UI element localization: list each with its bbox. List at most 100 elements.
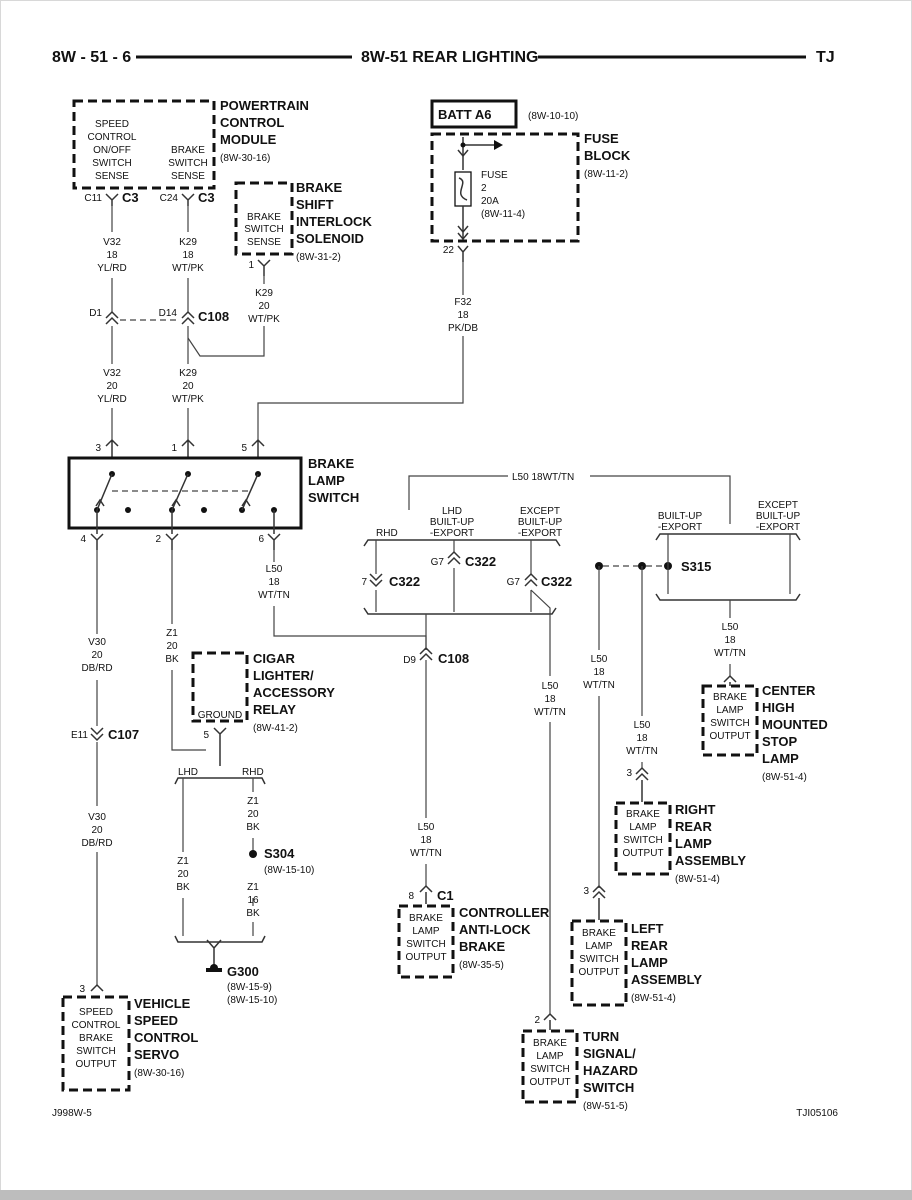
c108-mid-label: C108 xyxy=(438,651,469,666)
s304-ref: (8W-15-10) xyxy=(264,865,314,876)
wire-z1-sw-3: BK xyxy=(165,654,179,665)
model-code: TJ xyxy=(816,49,835,66)
cab-name-1: CONTROLLER xyxy=(459,905,550,920)
pcm-cavity-c11: C11 xyxy=(84,193,102,204)
l50-bus-label: L50 18WT/TN xyxy=(512,472,574,483)
fuse-text-2: 2 xyxy=(481,183,487,194)
l50-bus: L50 18WT/TN RHD LHD BUILT-UP -EXPORT EXC… xyxy=(361,472,731,1030)
chmsl-name-2: HIGH xyxy=(762,700,795,715)
turn-pin-3: SWITCH xyxy=(530,1064,569,1075)
bsi-ref: (8W-31-2) xyxy=(296,252,341,263)
wire-z1-lhd-1: Z1 xyxy=(177,856,189,867)
pcm-pin-right-3: SENSE xyxy=(171,171,205,182)
right-ref: (8W-51-4) xyxy=(675,874,720,885)
sw-bot-pin-6: 6 xyxy=(258,534,264,545)
turn-name-4: SWITCH xyxy=(583,1080,634,1095)
wire-l50-sw-1: L50 xyxy=(266,564,283,575)
c108-top-label: C108 xyxy=(198,309,229,324)
pcm-pin-left-5: SENSE xyxy=(95,171,129,182)
c322-lhd-label: C322 xyxy=(465,554,496,569)
sw-top-pin-5: 5 xyxy=(241,443,247,454)
wire-k29-bot-3: WT/PK xyxy=(172,394,204,405)
variant-except-1: EXCEPT xyxy=(520,506,560,517)
left-name-2: REAR xyxy=(631,938,668,953)
wire-z1-g-2: 16 xyxy=(247,895,259,906)
wire-l50-left-2: 18 xyxy=(593,667,605,678)
c108-d1: D1 xyxy=(89,308,102,319)
chmsl-name-1: CENTER xyxy=(762,683,816,698)
wire-l50-sw-2: 18 xyxy=(268,577,280,588)
wire-l50-cab-2: 18 xyxy=(420,835,432,846)
wire-k29-bsi-3: WT/PK xyxy=(248,314,280,325)
pcm-cavity-c24: C24 xyxy=(160,193,179,204)
brake-shift-interlock-solenoid: BRAKE SWITCH SENSE BRAKE SHIFT INTERLOCK… xyxy=(187,180,372,357)
anti-lock-brake-controller: BRAKE LAMP SWITCH OUTPUT CONTROLLER ANTI… xyxy=(397,904,550,979)
pcm-pin-left-2: CONTROL xyxy=(88,132,137,143)
fuse-cavity: 22 xyxy=(443,245,455,256)
wire-k29-bot-1: K29 xyxy=(179,368,197,379)
bls-name-2: LAMP xyxy=(308,473,345,488)
c107-label: C107 xyxy=(108,727,139,742)
cigar-ref: (8W-41-2) xyxy=(253,723,298,734)
cigar-name-1: CIGAR xyxy=(253,651,296,666)
wire-v30-b-2: 20 xyxy=(91,825,103,836)
chmsl-name-4: STOP xyxy=(762,734,797,749)
wire-l50-right-2: 18 xyxy=(636,733,648,744)
cab-name-2: ANTI-LOCK xyxy=(459,922,531,937)
brake-lamp-switch: BRAKE LAMP SWITCH 4 2 6 xyxy=(67,456,359,550)
servo-ref: (8W-30-16) xyxy=(134,1068,184,1079)
wire-l50-chmsl-3: WT/TN xyxy=(714,648,746,659)
wire-l50-sw-3: WT/TN xyxy=(258,590,290,601)
left-name-1: LEFT xyxy=(631,921,664,936)
g300-ref-2: (8W-15-10) xyxy=(227,995,277,1006)
right-pin-2: LAMP xyxy=(629,822,657,833)
sw-bot-pin-4: 4 xyxy=(80,534,86,545)
chmsl-pin-4: OUTPUT xyxy=(709,731,750,742)
servo-pin-5: OUTPUT xyxy=(75,1059,116,1070)
l50-switch-wire: L50 18 WT/TN D9 C108 L50 18 WT/TN 8 C1 xyxy=(258,550,469,904)
fuse-text-3: 20A xyxy=(481,196,499,207)
wire-z1-g-3: BK xyxy=(246,908,260,919)
bsi-pin-2: SWITCH xyxy=(244,224,283,235)
fuse-block-name-2: BLOCK xyxy=(584,148,631,163)
c322-lhd-cavity: G7 xyxy=(431,557,445,568)
right-name-3: LAMP xyxy=(675,836,712,851)
left-pin-1: BRAKE xyxy=(582,928,616,939)
left-pin-3: SWITCH xyxy=(579,954,618,965)
right-name-4: ASSEMBLY xyxy=(675,853,746,868)
page-number: 8W - 51 - 6 xyxy=(52,49,131,66)
chmsl-name-3: MOUNTED xyxy=(762,717,828,732)
pcm-pin-right-2: SWITCH xyxy=(168,158,207,169)
wire-v32-top-1: V32 xyxy=(103,237,121,248)
turn-name-1: TURN xyxy=(583,1029,619,1044)
right-pin-4: OUTPUT xyxy=(622,848,663,859)
turn-name-2: SIGNAL/ xyxy=(583,1046,636,1061)
bsi-name-3: INTERLOCK xyxy=(296,214,372,229)
wire-v30-a-1: V30 xyxy=(88,637,106,648)
wire-l50-turn-1: L50 xyxy=(542,681,559,692)
cigar-cavity: 5 xyxy=(203,730,209,741)
turn-signal-hazard-switch: BRAKE LAMP SWITCH OUTPUT TURN SIGNAL/ HA… xyxy=(521,1029,638,1112)
pcm-ref: (8W-30-16) xyxy=(220,153,270,164)
wire-v32-bot-2: 20 xyxy=(106,381,118,392)
bottom-scrollbar-strip xyxy=(0,1190,912,1200)
wire-v32-bot-3: YL/RD xyxy=(97,394,126,405)
pcm-pin-right-1: BRAKE xyxy=(171,145,205,156)
chmsl-pin-1: BRAKE xyxy=(713,692,747,703)
wire-z1-rhd-3: BK xyxy=(246,822,260,833)
section-title: 8W-51 REAR LIGHTING xyxy=(361,49,538,66)
batt-ref: (8W-10-10) xyxy=(528,111,578,122)
ground-branch: Z1 20 BK GROUND CIGAR LIGHTER/ ACCESSORY… xyxy=(165,550,335,1006)
variant-builtup-1: BUILT-UP xyxy=(658,511,703,522)
left-pin-4: OUTPUT xyxy=(578,967,619,978)
speed-control-servo: SPEED CONTROL BRAKE SWITCH OUTPUT VEHICL… xyxy=(61,995,198,1092)
cab-pin-1: BRAKE xyxy=(409,913,443,924)
cigar-name-3: ACCESSORY xyxy=(253,685,335,700)
wire-v30-a-2: 20 xyxy=(91,650,103,661)
wire-k29-bsi-1: K29 xyxy=(255,288,273,299)
s315-splice: S315 BUILT-UP -EXPORT EXCEPT BUILT-UP -E… xyxy=(583,500,801,920)
sw-top-pin-3: 3 xyxy=(95,443,101,454)
wire-l50-left-3: WT/TN xyxy=(583,680,615,691)
wire-k29-bsi-2: 20 xyxy=(258,301,270,312)
variant-rhd: RHD xyxy=(376,528,398,539)
